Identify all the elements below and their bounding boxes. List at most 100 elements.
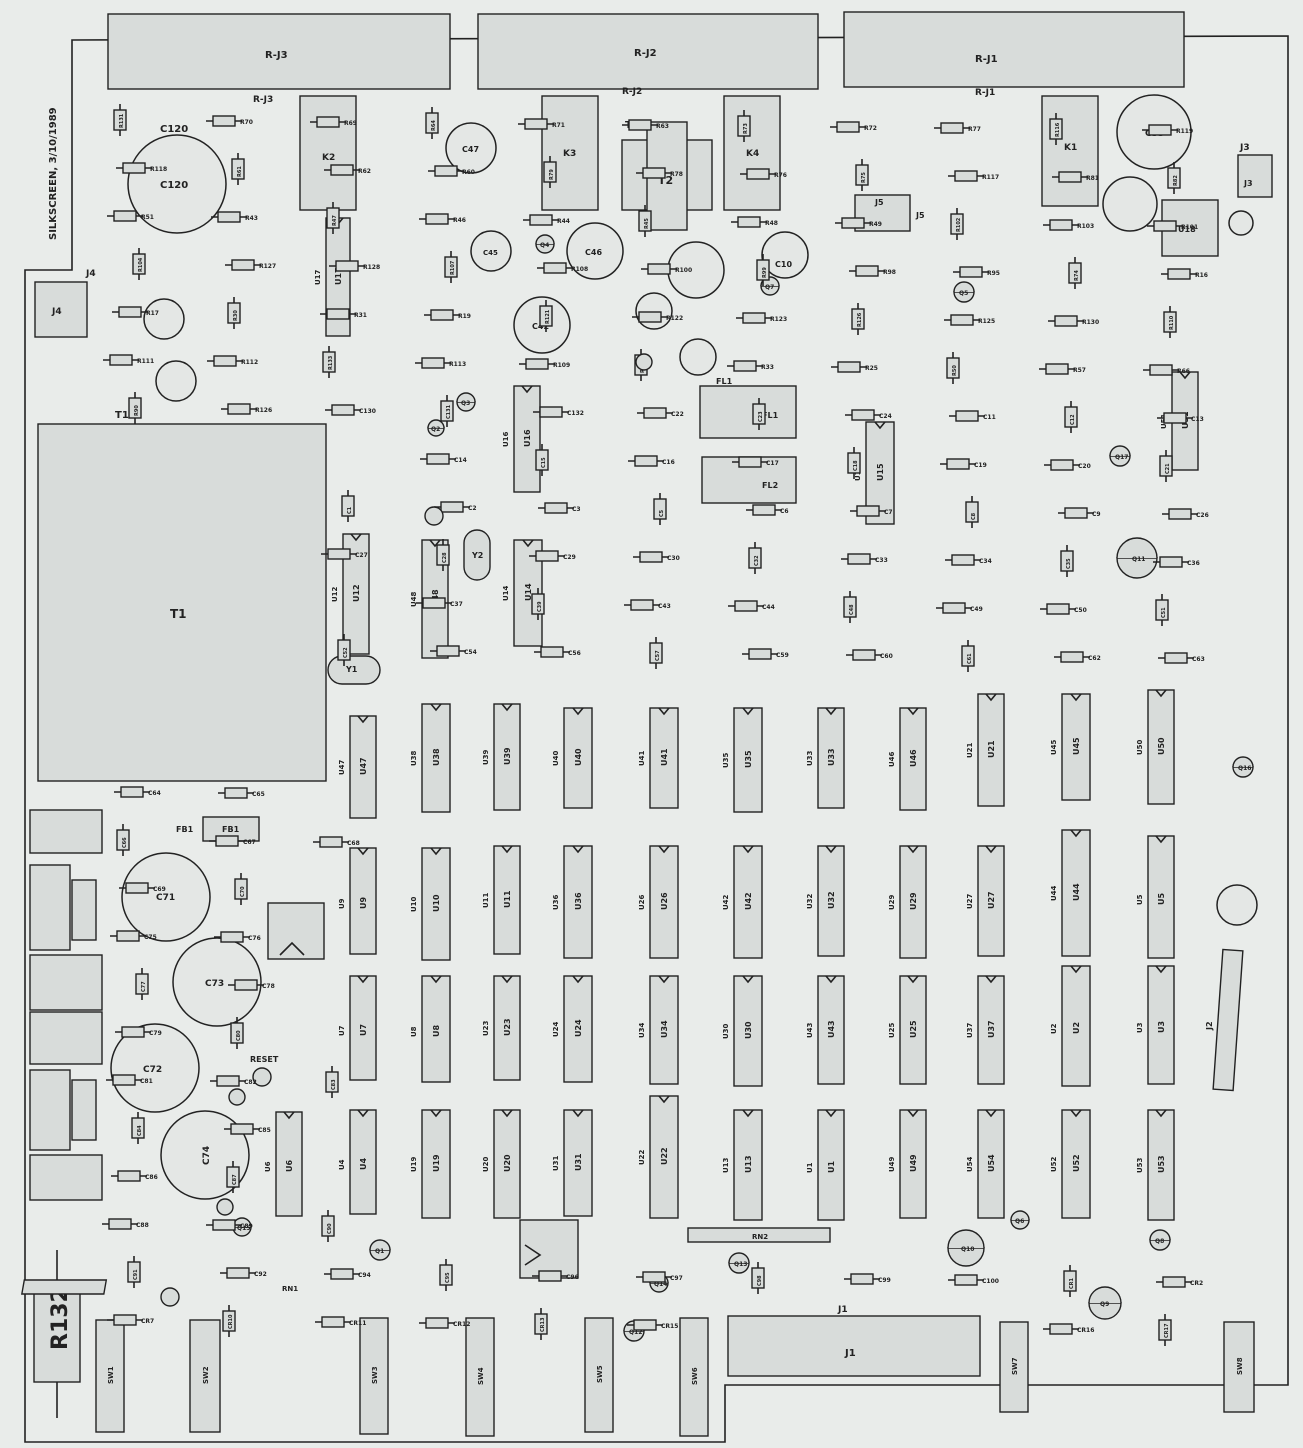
part-r45: R45 bbox=[638, 205, 652, 237]
svg-text:U44: U44 bbox=[1050, 885, 1058, 901]
part-c23: C23 bbox=[752, 398, 766, 430]
part-c69: C69 bbox=[119, 882, 166, 894]
svg-text:C71: C71 bbox=[156, 893, 175, 903]
part-c13: C13 bbox=[1157, 412, 1204, 424]
part-r71: R71 bbox=[518, 118, 565, 130]
part-c78: C78 bbox=[228, 979, 275, 991]
svg-text:R101: R101 bbox=[1181, 224, 1198, 231]
part-r98: R98 bbox=[849, 265, 896, 277]
test-point-ts3 bbox=[160, 1287, 180, 1307]
svg-text:C65: C65 bbox=[252, 791, 265, 798]
part-c28: C28 bbox=[436, 539, 450, 571]
svg-text:U18: U18 bbox=[1178, 225, 1196, 234]
svg-text:C36: C36 bbox=[1187, 560, 1200, 567]
svg-text:C6: C6 bbox=[780, 508, 789, 515]
svg-text:R126: R126 bbox=[857, 312, 863, 327]
svg-text:U15: U15 bbox=[876, 463, 885, 481]
part-r49: R49 bbox=[835, 217, 882, 229]
svg-text:U33: U33 bbox=[806, 750, 814, 766]
part-r131: R131 bbox=[113, 104, 127, 136]
test-point-ts1 bbox=[228, 1088, 246, 1106]
svg-text:U30: U30 bbox=[744, 1021, 753, 1039]
svg-text:Q4: Q4 bbox=[540, 242, 549, 249]
svg-text:U53: U53 bbox=[1136, 1157, 1144, 1173]
transformer-t2: T2 T2 bbox=[621, 120, 713, 231]
svg-text:R48: R48 bbox=[765, 220, 778, 227]
svg-text:C9: C9 bbox=[1092, 511, 1101, 518]
svg-text:Y1: Y1 bbox=[345, 665, 358, 674]
svg-text:R-J3: R-J3 bbox=[253, 95, 273, 105]
svg-text:K4: K4 bbox=[746, 149, 759, 159]
part-c26: C26 bbox=[1162, 508, 1209, 520]
svg-text:U47: U47 bbox=[359, 757, 368, 775]
part-c35: C35 bbox=[1060, 545, 1074, 577]
svg-text:Q6: Q6 bbox=[1015, 1218, 1024, 1225]
part-r43: R43 bbox=[211, 211, 258, 223]
connector-j4: J4 J4 bbox=[34, 269, 96, 338]
svg-text:R116: R116 bbox=[1055, 122, 1061, 137]
part-r130: R130 bbox=[1048, 315, 1099, 327]
svg-text:R17: R17 bbox=[146, 310, 159, 317]
svg-text:T1: T1 bbox=[115, 410, 129, 421]
svg-text:Q5: Q5 bbox=[959, 290, 968, 297]
svg-text:R98: R98 bbox=[883, 269, 896, 276]
crystal-y2: Y2 bbox=[463, 529, 491, 581]
svg-text:C24: C24 bbox=[879, 413, 892, 420]
part-r102: R102 bbox=[950, 208, 964, 240]
svg-text:C46: C46 bbox=[585, 248, 602, 257]
svg-text:C29: C29 bbox=[563, 554, 576, 561]
svg-text:C80: C80 bbox=[236, 1030, 242, 1041]
part-cr1: CR1 bbox=[1063, 1265, 1077, 1297]
svg-text:C97: C97 bbox=[670, 1275, 683, 1282]
svg-text:U50: U50 bbox=[1136, 739, 1144, 755]
part-c97: C97 bbox=[636, 1271, 683, 1283]
svg-text:U14: U14 bbox=[524, 583, 533, 601]
part-r16: R16 bbox=[1161, 268, 1208, 280]
svg-text:FL1: FL1 bbox=[762, 411, 779, 420]
part-r82: R82 bbox=[1167, 162, 1181, 194]
svg-text:C84: C84 bbox=[137, 1125, 143, 1136]
part-r60: R60 bbox=[428, 165, 475, 177]
svg-text:C92: C92 bbox=[254, 1271, 267, 1278]
part-c3: C3 bbox=[538, 502, 581, 514]
svg-text:C7: C7 bbox=[884, 509, 893, 516]
svg-text:U24: U24 bbox=[574, 1019, 583, 1037]
svg-text:R110: R110 bbox=[1169, 315, 1175, 330]
part-c39: C39 bbox=[531, 588, 545, 620]
connector-r-j1: R-J1 R-J1 bbox=[843, 11, 1185, 98]
svg-text:C15: C15 bbox=[541, 457, 547, 468]
svg-text:U5: U5 bbox=[1157, 893, 1166, 905]
svg-text:C61: C61 bbox=[967, 653, 973, 664]
component-sw9 bbox=[267, 902, 325, 960]
svg-text:R118: R118 bbox=[150, 166, 167, 173]
svg-text:U21: U21 bbox=[987, 740, 996, 758]
switch-sw3: SW3 bbox=[359, 1317, 389, 1435]
transistor-q16: Q16 bbox=[1232, 756, 1254, 778]
svg-text:C30: C30 bbox=[667, 555, 680, 562]
svg-text:R133: R133 bbox=[328, 355, 334, 370]
part-cr16: CR16 bbox=[1043, 1323, 1094, 1335]
svg-text:J3: J3 bbox=[1243, 179, 1253, 188]
svg-text:U7: U7 bbox=[359, 1024, 368, 1036]
part-cr13: CR13 bbox=[534, 1308, 548, 1340]
part-c5: C5 bbox=[653, 493, 667, 525]
svg-text:C100: C100 bbox=[982, 1278, 999, 1285]
svg-text:Q7: Q7 bbox=[765, 284, 774, 291]
part-c27: C27 bbox=[321, 548, 368, 560]
svg-text:C75: C75 bbox=[144, 934, 157, 941]
part-r116: R116 bbox=[1049, 113, 1063, 145]
svg-text:CR12: CR12 bbox=[453, 1321, 470, 1328]
svg-text:R16: R16 bbox=[1195, 272, 1208, 279]
svg-text:Q2: Q2 bbox=[431, 426, 440, 433]
capacitor-c71: C71 bbox=[121, 852, 211, 942]
svg-text:U49: U49 bbox=[909, 1154, 918, 1172]
part-c86: C86 bbox=[111, 1170, 158, 1182]
svg-text:R100: R100 bbox=[675, 267, 692, 274]
